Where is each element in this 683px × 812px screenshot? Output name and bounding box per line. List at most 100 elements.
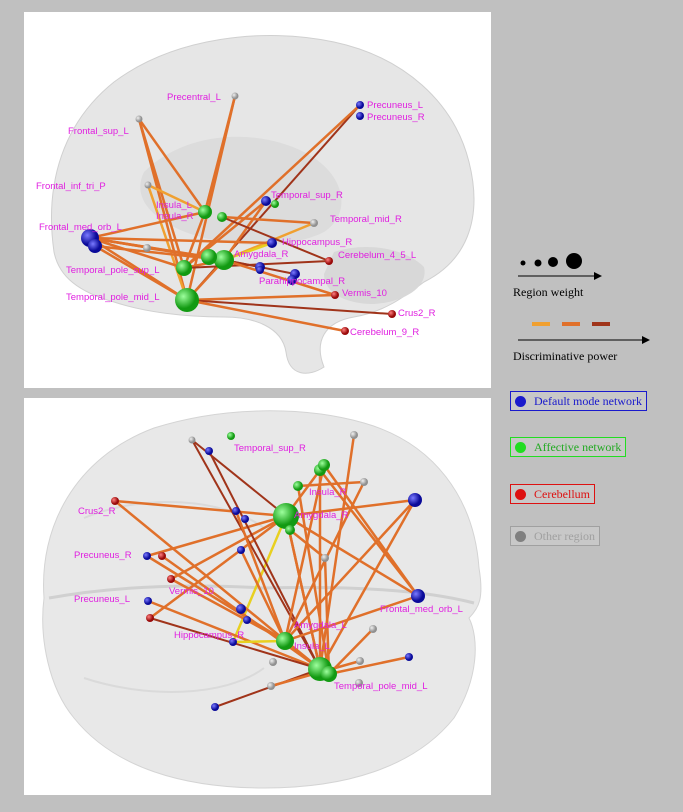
connection-edge (221, 216, 330, 262)
connection-edge (186, 293, 336, 302)
region-label: Parahippocampal_R (259, 276, 345, 287)
region-node (360, 478, 368, 486)
connection-edge (146, 514, 287, 558)
legend-default-mode: Default mode network (510, 391, 647, 411)
connection-edge (239, 549, 287, 642)
region-label: Temporal_pole_mid_L (334, 681, 427, 692)
discriminative-power-label: Discriminative power (513, 349, 618, 363)
region-node (143, 552, 151, 560)
connection-edge (191, 439, 321, 670)
connection-edge (170, 514, 287, 581)
region-label: Cerebelum_4_5_L (338, 250, 416, 261)
region-node (175, 288, 199, 312)
region-node (201, 249, 217, 265)
region-node (271, 200, 279, 208)
legend-other-label: Other region (534, 528, 595, 543)
region-node (188, 436, 196, 444)
region-node (241, 515, 249, 523)
region-node (237, 546, 245, 554)
region-node (350, 431, 358, 439)
legend-other: Other region (510, 526, 600, 546)
region-node (293, 481, 303, 491)
legend-affective: Affective network (510, 437, 627, 457)
legend-cerebellum-label: Cerebellum (534, 486, 590, 501)
region-label: Precuneus_R (74, 550, 132, 561)
connection-edge (223, 258, 336, 297)
region-label: Insula_R (156, 211, 194, 222)
region-node (144, 597, 152, 605)
connection-edge (89, 210, 206, 240)
region-node (143, 244, 151, 252)
region-node (261, 196, 271, 206)
region-node (135, 115, 143, 123)
region-weight-label: Region weight (513, 285, 584, 299)
region-label: Precentral_L (167, 92, 221, 103)
connection-edge (137, 118, 186, 269)
region-node (356, 112, 364, 120)
region-label: Precuneus_R (367, 112, 425, 123)
region-node (356, 657, 364, 665)
connection-edge (149, 515, 287, 619)
region-label: Vermis_10 (342, 288, 387, 299)
connection-edge (284, 499, 416, 642)
region-label: Temporal_pole_sup_L (66, 265, 159, 276)
region-label: Precuneus_L (367, 100, 423, 111)
region-node (176, 260, 192, 276)
region-node (167, 575, 175, 583)
region-label: Hippocampus_R (282, 237, 352, 248)
sagittal-network-graph: Precentral_L Precuneus_L Precuneus_R Fro… (36, 35, 475, 374)
connection-edge (89, 236, 273, 245)
region-node (198, 205, 212, 219)
weight-dot-1 (520, 260, 526, 266)
region-node (405, 653, 413, 661)
connection-edge (94, 244, 188, 302)
region-label: Crus2_R (78, 506, 116, 517)
connection-edge (170, 577, 286, 643)
connection-edge (89, 236, 185, 270)
weight-dot-3 (548, 257, 558, 267)
region-node (205, 447, 213, 455)
region-label: Precuneus_L (74, 594, 130, 605)
axial-network-graph: Temporal_sup_R Crus2_R Insula_R Amygdala… (42, 410, 482, 789)
region-node (388, 310, 396, 318)
region-node (411, 589, 425, 603)
legend-default-mode-label: Default mode network (534, 393, 642, 408)
region-node (232, 507, 240, 515)
region-node (285, 525, 295, 535)
top-node-group (81, 92, 396, 335)
region-weight-legend (518, 253, 602, 280)
region-node (369, 625, 377, 633)
region-label: Vermis_10 (169, 586, 214, 597)
bottom-edge-group (114, 434, 420, 708)
region-node (146, 614, 154, 622)
region-label: Amygdala_R (294, 510, 349, 521)
gray-dot-icon (515, 530, 526, 542)
region-label: Insula_L (294, 641, 330, 652)
region-node (355, 679, 363, 687)
bottom-node-group (111, 431, 425, 711)
region-node (325, 257, 333, 265)
connection-edge (318, 434, 356, 670)
connection-edge (186, 299, 393, 315)
region-label: Frontal_sup_L (68, 126, 129, 137)
bottom-label-group: Temporal_sup_R Crus2_R Insula_R Amygdala… (74, 443, 463, 692)
region-node (310, 219, 318, 227)
connection-edge (284, 594, 419, 643)
connection-edge (285, 514, 419, 598)
region-node (318, 459, 330, 471)
region-label: Hippocampus_R (174, 630, 244, 641)
region-label: Temporal_pole_mid_L (66, 292, 159, 303)
region-node (408, 493, 422, 507)
connection-edge (114, 499, 287, 518)
weight-arrow-head (594, 272, 602, 280)
connection-edge (283, 464, 326, 642)
region-label: Temporal_sup_R (271, 190, 343, 201)
region-node (321, 666, 337, 682)
region-node (269, 658, 277, 666)
connection-edge (318, 499, 417, 670)
connection-edge (328, 655, 410, 676)
region-node (227, 432, 235, 440)
power-arrow-head (642, 336, 650, 344)
region-label: Frontal_inf_tri_P (36, 181, 106, 192)
region-node (231, 92, 239, 100)
